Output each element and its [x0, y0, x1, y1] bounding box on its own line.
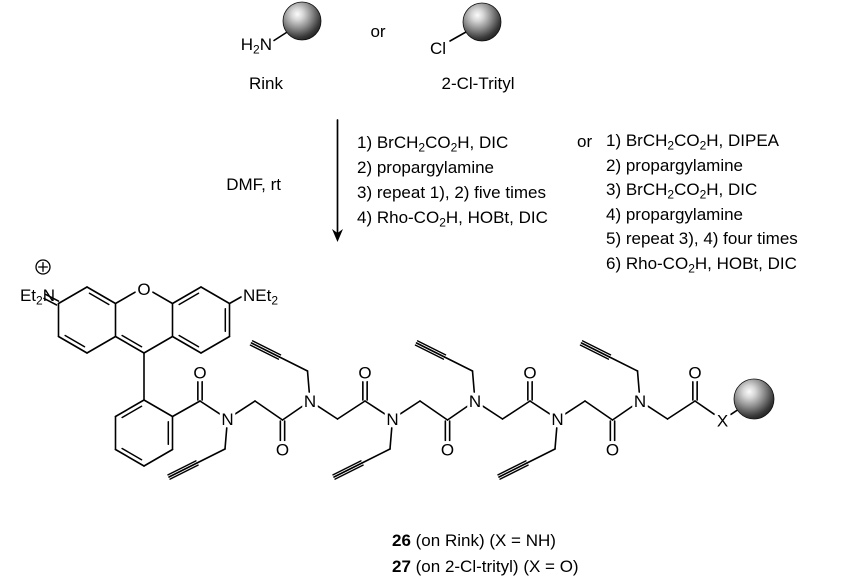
atom-label-O: O — [606, 441, 619, 460]
atom-label-N: N — [469, 392, 481, 411]
route2-step: 6) Rho-CO2H, HOBt, DIC — [606, 253, 797, 276]
atom-label-N: N — [551, 410, 563, 429]
product-captions: 26 (on Rink) (X = NH) 27 (on 2-Cl-trityl… — [392, 528, 579, 579]
plus-charge-icon — [35, 259, 51, 275]
atom-label-N: N — [304, 392, 316, 411]
atom-label-O: O — [276, 441, 289, 460]
route2-conditions: 1) BrCH2CO2H, DIPEA 2) propargylamine 3)… — [606, 129, 798, 277]
route2-or-label: or — [577, 132, 593, 151]
route2-step: 4) propargylamine — [606, 204, 744, 224]
trityl-bead — [462, 2, 502, 42]
route2-step: 3) BrCH2CO2H, DIC — [606, 180, 758, 202]
atom-label-N: N — [634, 392, 646, 411]
product-bead — [733, 378, 775, 420]
atom-label-O: O — [358, 364, 371, 383]
atom-labels: O O O O O O O O N N N N N N X — [134, 277, 731, 463]
diethylamino-right-label: NEt2 — [243, 286, 279, 308]
atom-label-O: O — [137, 280, 150, 299]
route1-step: 1) BrCH2CO2H, DIC — [357, 133, 509, 155]
route1-step: 4) Rho-CO2H, HOBt, DIC — [357, 208, 548, 230]
atom-label-O: O — [193, 364, 206, 383]
diethylamino-left-label: Et2N — [19, 286, 55, 308]
route2-step: 2) propargylamine — [606, 155, 744, 175]
rink-resin-label: Rink — [248, 74, 283, 93]
rink-bead — [282, 1, 322, 41]
atom-label-X: X — [717, 412, 728, 431]
atom-label-O: O — [523, 364, 536, 383]
atom-label-N: N — [221, 410, 233, 429]
resin-beads — [282, 1, 775, 420]
product-26-caption: 26 (on Rink) (X = NH) — [392, 528, 579, 554]
atom-label-O: O — [688, 364, 701, 383]
route2-step: 5) repeat 3), 4) four times — [606, 229, 798, 249]
atom-label-O: O — [441, 441, 454, 460]
trityl-resin-label: 2-Cl-Trityl — [441, 74, 515, 93]
product-27-number: 27 — [392, 556, 411, 576]
reaction-arrow — [332, 119, 343, 242]
trityl-chloride-label: Cl — [430, 39, 447, 58]
rink-amine-label: H2N — [240, 35, 272, 57]
solvent-label: DMF, rt — [226, 175, 281, 194]
route1-step: 3) repeat 1), 2) five times — [357, 183, 546, 202]
resin-or-label: or — [370, 22, 386, 41]
atom-label-N: N — [386, 410, 398, 429]
bond-lines — [43, 30, 749, 480]
route1-conditions: 1) BrCH2CO2H, DIC 2) propargylamine 3) r… — [357, 130, 548, 230]
route1-step: 2) propargylamine — [357, 158, 495, 177]
route2-step: 1) BrCH2CO2H, DIPEA — [606, 131, 780, 153]
product-27-description: (on 2-Cl-trityl) (X = O) — [410, 556, 579, 576]
product-27-caption: 27 (on 2-Cl-trityl) (X = O) — [392, 554, 579, 580]
product-26-description: (on Rink) (X = NH) — [410, 531, 556, 550]
product-26-number: 26 — [392, 531, 411, 550]
